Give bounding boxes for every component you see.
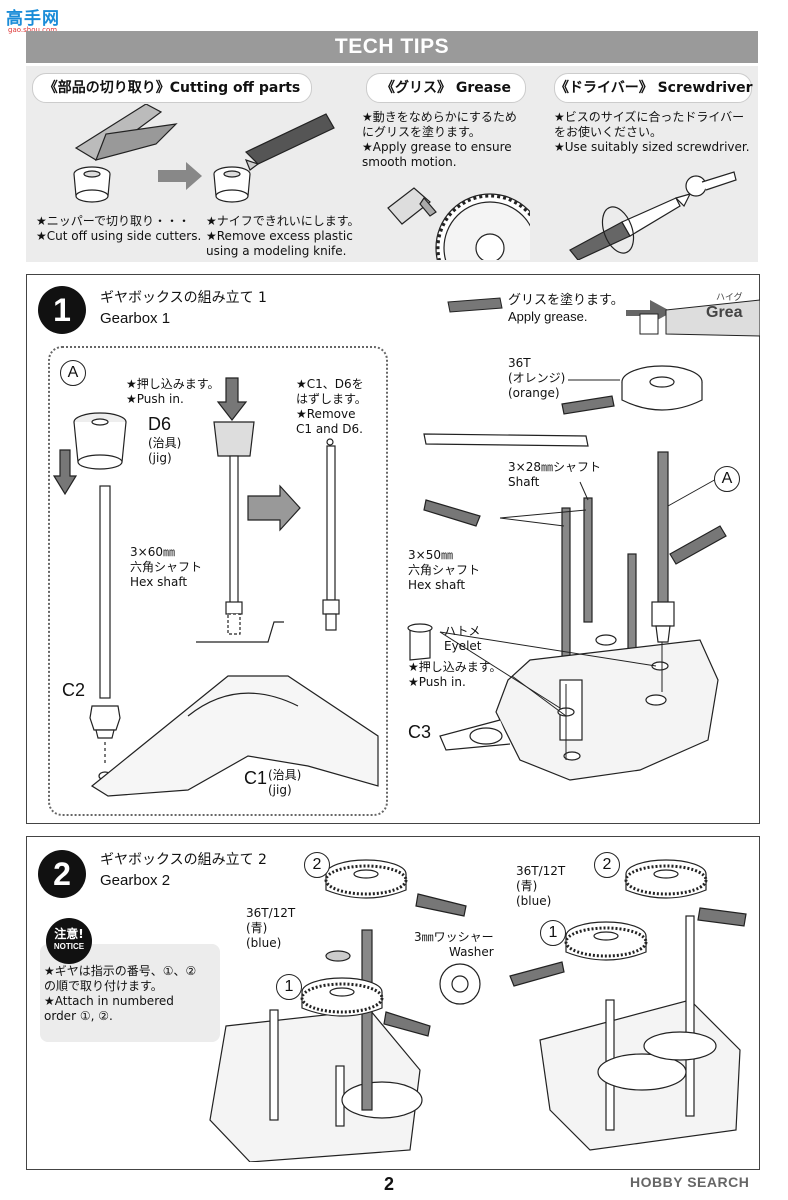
push-in-note-1: ★押し込みます。 ★Push in. [126, 377, 220, 406]
shaft-28-label: 3×28㎜シャフト Shaft [508, 460, 601, 489]
notice-badge: 注意! NOTICE [46, 918, 92, 964]
step2-panel [26, 836, 760, 1170]
grease-tip: ★動きをなめらかにするため にグリスを塗ります。 ★Apply grease t… [362, 110, 517, 169]
hex-shaft-50-label: 3×50㎜ 六角シャフト Hex shaft [408, 548, 481, 592]
screwdriver-heading: 《ドライバー》 Screwdriver [554, 73, 753, 103]
watermark-url: gao.shou.com [8, 26, 58, 34]
remove-c1-d6-note: ★C1、D6を はずします。 ★Remove C1 and D6. [296, 377, 367, 436]
grease-heading: 《グリス》 Grease [366, 73, 526, 103]
c1-jig-label: (治具) (jig) [268, 768, 302, 797]
tech-tips-title: TECH TIPS [334, 35, 450, 58]
subassembly-a-label: A [60, 360, 86, 386]
gear-36t12t-label-right: 36T/12T (青) (blue) [516, 864, 566, 908]
subassembly-a-drawing [52, 377, 379, 797]
tech-tips-bar [26, 31, 758, 63]
eyelet-label: ハトメ Eyelet [444, 624, 482, 653]
gear-mark-1-right: 1 [540, 920, 566, 946]
grease-note-icons [447, 297, 760, 337]
push-in-note-2: ★押し込みます。 ★Push in. [408, 660, 502, 689]
gear-mark-1-left: 1 [276, 974, 302, 1000]
screwdriver-tip: ★ビスのサイズに合ったドライバー をお使いください。 ★Use suitably… [554, 110, 750, 154]
grease-tube-label: Grea [706, 304, 743, 321]
gear-mark-2-right: 2 [594, 852, 620, 878]
step2-number: 2 [38, 850, 86, 898]
grease-note: グリスを塗ります。 Apply grease. [508, 292, 624, 324]
step1-title-jp: ギヤボックスの組み立て 1 [100, 290, 267, 306]
step1-panel [26, 274, 760, 824]
cutting-tip-2: ★ナイフできれいにします。 ★Remove excess plastic usi… [206, 214, 360, 258]
hex-shaft-60-label: 3×60㎜ 六角シャフト Hex shaft [130, 545, 203, 589]
step2-gearbox-drawing [209, 859, 747, 1162]
grease-illustration [387, 187, 530, 260]
washer-label: 3㎜ワッシャー Washer [414, 930, 494, 959]
subassembly-a-box [48, 346, 388, 816]
step1-number: 1 [38, 286, 86, 334]
screwdriver-illustration [569, 171, 737, 260]
page-number: 2 [384, 1174, 395, 1194]
c1-label: C1 [244, 768, 268, 788]
cutting-illustration [73, 104, 335, 203]
c2-label: C2 [62, 680, 86, 700]
watermark-logo: 高手网 gao.shou.com [6, 4, 76, 36]
d6-label: D6 [148, 414, 172, 434]
grease-tube-label-jp: ハイグ [716, 293, 743, 303]
watermark-logo-text: 高手网 [6, 9, 60, 29]
notice-text: ★ギヤは指示の番号、①、② の順で取り付けます。 ★Attach in numb… [44, 964, 197, 1023]
notice-jp: 注意! [54, 927, 84, 941]
d6-jig-label: (治具) (jig) [148, 436, 182, 465]
step2-title-jp: ギヤボックスの組み立て 2 [100, 852, 267, 868]
cutting-tip-1: ★ニッパーで切り取り・・・ ★Cut off using side cutter… [36, 214, 202, 243]
gear-36t12t-label-left: 36T/12T (青) (blue) [246, 906, 296, 950]
cutting-heading: 《部品の切り取り》Cutting off parts [32, 73, 312, 103]
gear-mark-2-left: 2 [304, 852, 330, 878]
gear-36t-orange-label: 36T (オレンジ) (orange) [508, 356, 566, 400]
step2-title-en: Gearbox 2 [100, 872, 171, 889]
ref-a-label: A [714, 466, 740, 492]
step1-title-en: Gearbox 1 [100, 310, 171, 327]
step1-gearbox-drawing [407, 365, 727, 781]
hobby-search-credit: HOBBY SEARCH [630, 1174, 750, 1190]
notice-en: NOTICE [53, 942, 85, 951]
c3-label: C3 [408, 722, 432, 742]
